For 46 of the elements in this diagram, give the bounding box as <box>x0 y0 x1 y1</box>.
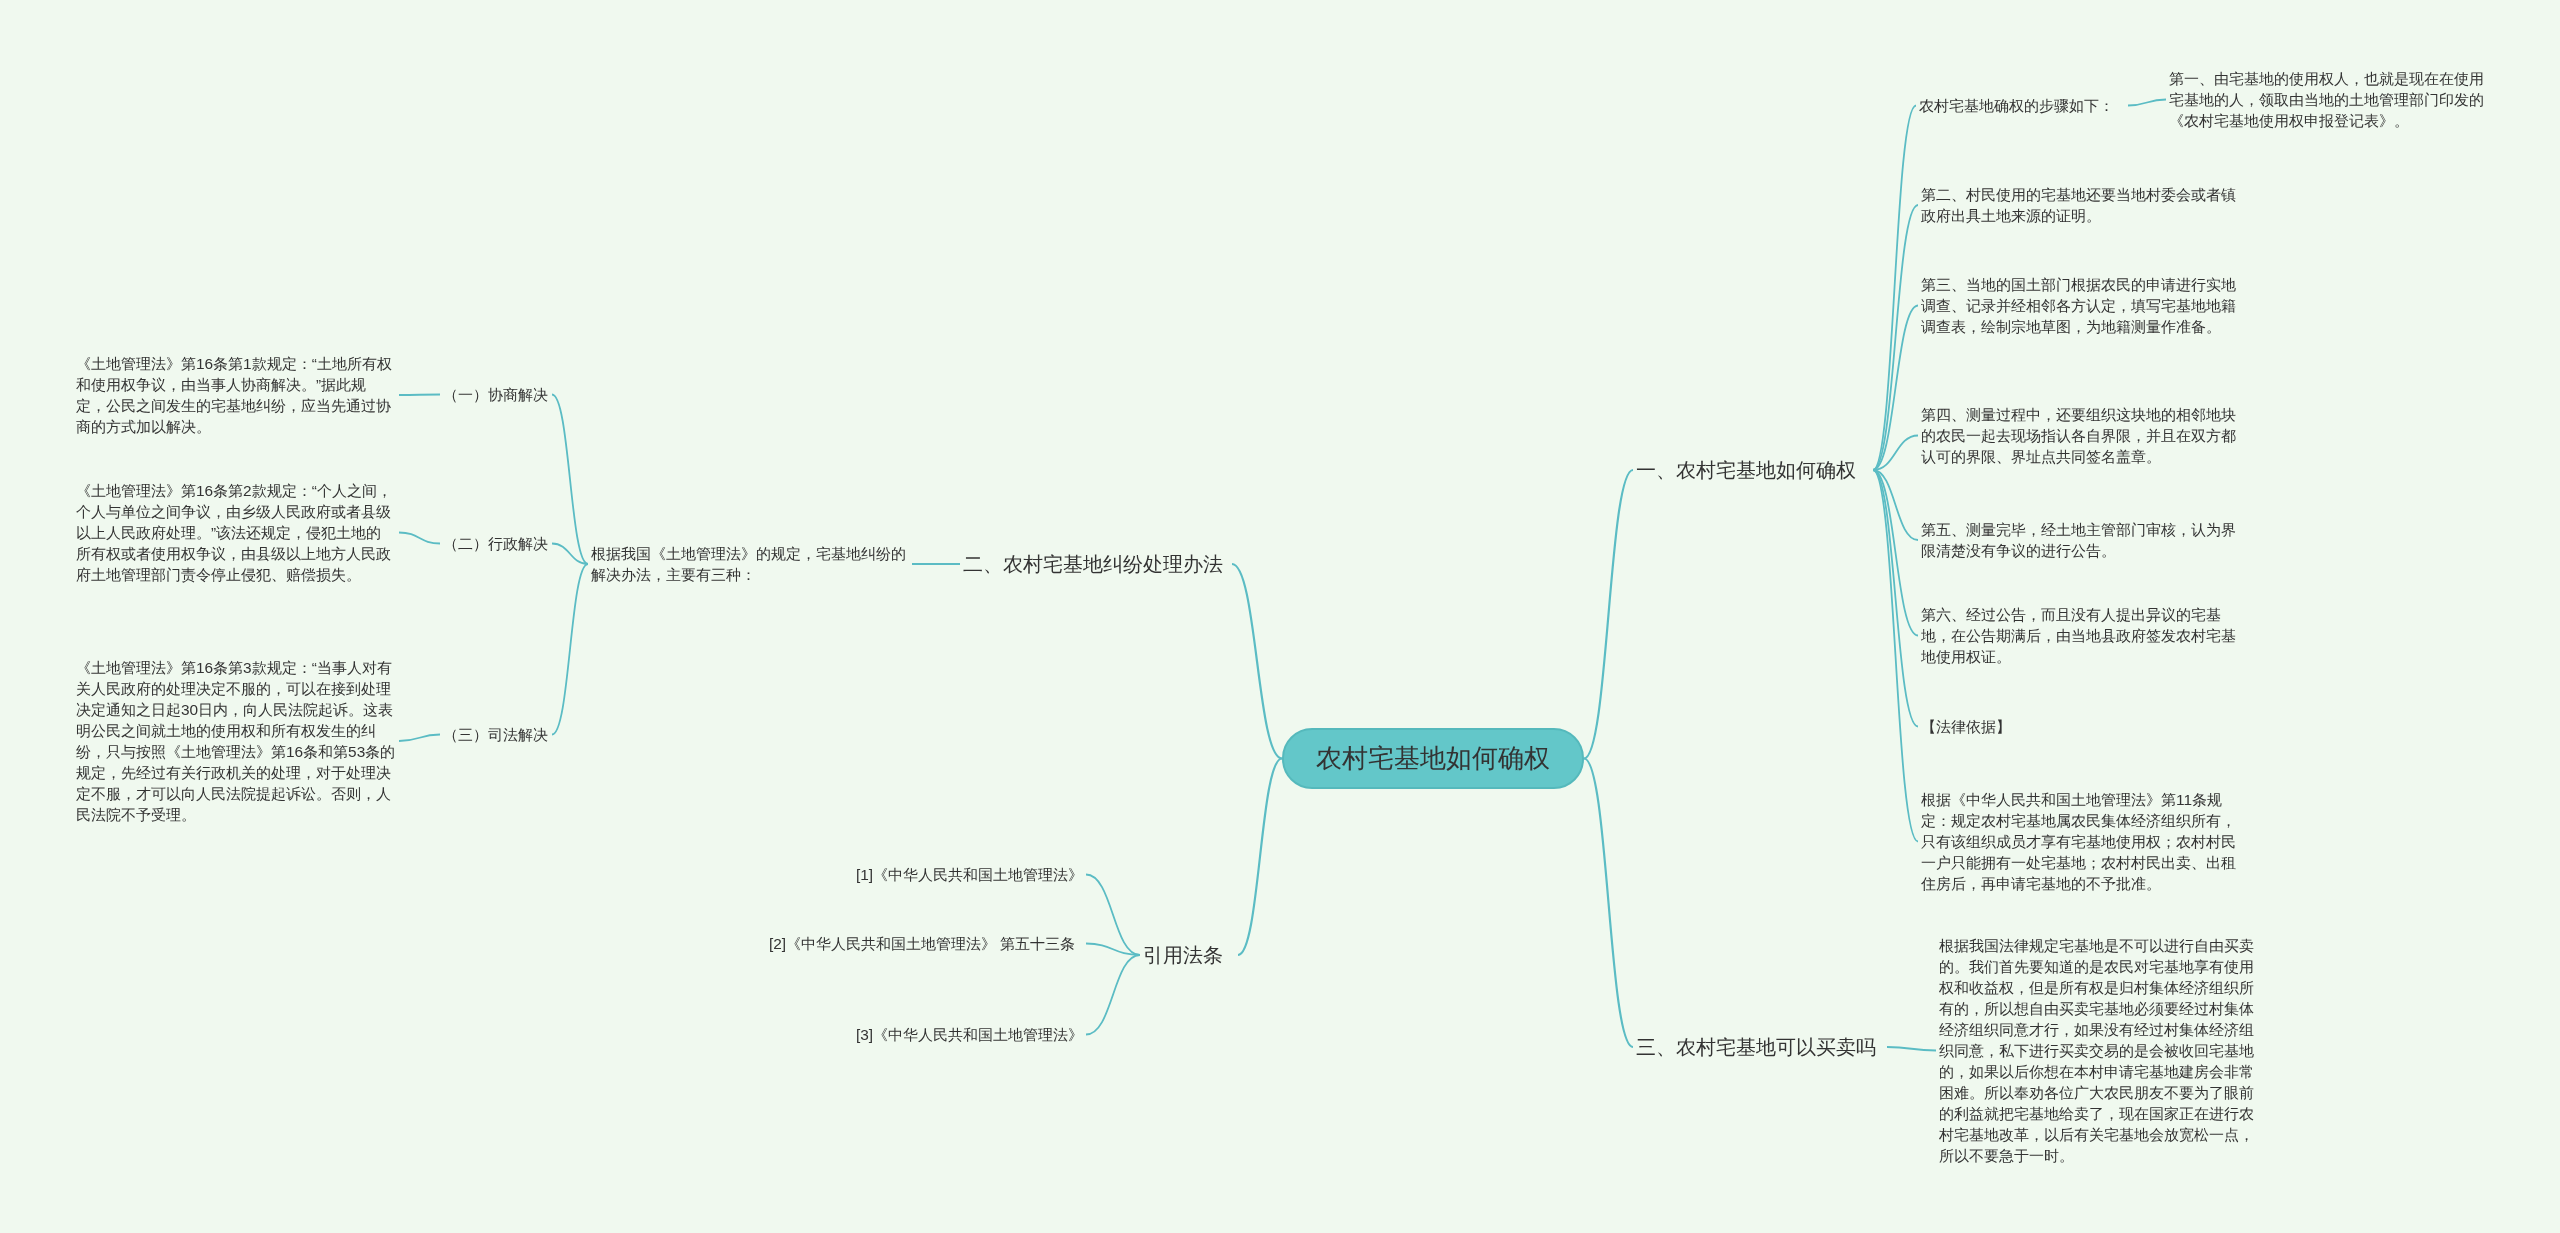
connector-line <box>1237 757 1283 956</box>
connector-line <box>551 542 589 565</box>
connector-line <box>1583 469 1634 760</box>
connector-line <box>1085 954 1141 1036</box>
note-text: 第五、测量完毕，经土地主管部门审核，认为界限清楚没有争议的进行公告。 <box>1918 517 2252 563</box>
note-text: [3]《中华人民共和国土地管理法》 <box>838 1022 1086 1047</box>
branch-topic: 三、农村宅基地可以买卖吗 <box>1633 1032 1887 1062</box>
connector-line <box>1085 942 1141 956</box>
note-text: （一）协商解决 <box>440 382 552 407</box>
note-text: 第一、由宅基地的使用权人，也就是现在在使用宅基地的人，领取由当地的土地管理部门印发的《农村宅基地使用权申报登记表》。 <box>2166 66 2500 133</box>
connector-line <box>398 733 441 742</box>
connector-line <box>1872 304 1919 471</box>
connector-line <box>551 393 589 565</box>
connector-line <box>1872 469 1919 728</box>
connector-line <box>911 563 961 565</box>
connector-line <box>551 563 589 736</box>
connector-line <box>1872 469 1919 637</box>
branch-topic: 二、农村宅基地纠纷处理办法 <box>960 549 1232 579</box>
connector-line <box>1231 563 1283 760</box>
branch-topic: 引用法条 <box>1140 940 1238 970</box>
note-text: 根据《中华人民共和国土地管理法》第11条规定：规定农村宅基地属农民集体经济组织所有，只有该组织成员才享有宅基地使用权；农村村民一户只能拥有一处宅基地；农村村民出卖、出租住房后，再申请宅基地的不予批准。 <box>1918 787 2252 896</box>
connector-line <box>1872 204 1919 471</box>
connector-line <box>398 531 441 545</box>
note-text: （三）司法解决 <box>440 722 552 747</box>
note-text: （二）行政解决 <box>440 531 552 556</box>
note-text: 根据我国《土地管理法》的规定，宅基地纠纷的解决办法，主要有三种： <box>588 541 912 587</box>
note-text: 根据我国法律规定宅基地是不可以进行自由买卖的。我们首先要知道的是农民对宅基地享有使用权和收益权，但是所有权是归村集体经济组织所有的，所以想自由买卖宅基地必须要经过村集体经济组织同意才行，如果没有经过村集体经济组织同意，私下进行买卖交易的是会被收回宅基地的，如果以后你想在本村申请宅基地建房会非常困难。所以奉劝各位广大农民朋友不要为了眼前的利益就把宅基地给卖了，现在国家正在进行农村宅基地改革，以后有关宅基地会放宽松一点，所以不要急于一时。 <box>1936 933 2266 1168</box>
connector-line <box>1872 469 1919 843</box>
note-text: 第二、村民使用的宅基地还要当地村委会或者镇政府出具土地来源的证明。 <box>1918 182 2252 228</box>
branch-topic: 一、农村宅基地如何确权 <box>1633 455 1873 485</box>
connector-line <box>2127 98 2167 107</box>
connector-line <box>1872 104 1917 471</box>
note-text: 第三、当地的国土部门根据农民的申请进行实地调查、记录并经相邻各方认定，填写宅基地地籍调查表，绘制宗地草图，为地籍测量作准备。 <box>1918 272 2252 339</box>
note-text: 【法律依据】 <box>1918 714 2038 739</box>
note-text: [1]《中华人民共和国土地管理法》 <box>838 862 1086 887</box>
note-text: [2]《中华人民共和国土地管理法》 第五十三条 <box>766 931 1086 956</box>
note-text: 农村宅基地确权的步骤如下： <box>1916 93 2128 118</box>
central-topic-box: 农村宅基地如何确权 <box>1282 728 1584 789</box>
note-text: 第六、经过公告，而且没有人提出异议的宅基地，在公告期满后，由当地县政府签发农村宅基地使用权证。 <box>1918 602 2252 669</box>
note-text: 《土地管理法》第16条第3款规定：“当事人对有关人民政府的处理决定不服的，可以在接到处理决定通知之日起30日内，向人民法院起诉。这表明公民之间就土地的使用权和所有权发生的纠纷，只与按照《土地管理法》第16条和第53条的规定，先经过有关行政机关的处理，对于处理决定不服，才可以向人民法院提起诉讼。否则，人民法院不予受理。 <box>73 655 399 827</box>
connector-line <box>1583 757 1634 1048</box>
note-text: 《土地管理法》第16条第1款规定：“土地所有权和使用权争议，由当事人协商解决。”据此规定，公民之间发生的宅基地纠纷，应当先通过协商的方式加以解决。 <box>73 351 399 439</box>
connector-line <box>398 393 441 396</box>
note-text: 第四、测量过程中，还要组织这块地的相邻地块的农民一起去现场指认各自界限，并且在双方都认可的界限、界址点共同签名盖章。 <box>1918 402 2252 469</box>
note-text: 《土地管理法》第16条第2款规定：“个人之间，个人与单位之间争议，由乡级人民政府或者县级以上人民政府处理。”该法还规定，侵犯土地的所有权或者使用权争议，由县级以上地方人民政府土地管理部门责令停止侵犯、赔偿损失。 <box>73 478 399 587</box>
connector-line <box>1886 1046 1937 1052</box>
